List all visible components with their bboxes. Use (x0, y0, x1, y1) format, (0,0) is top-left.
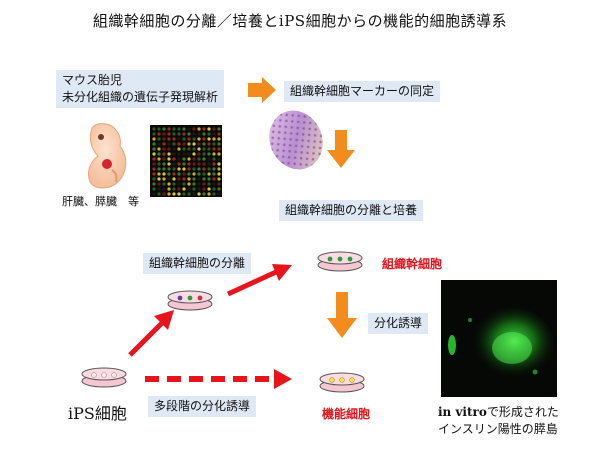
tissue-stem-cell-label: 組織幹細胞 (382, 257, 443, 271)
micrograph-caption-line2: インスリン陽性の膵島 (438, 422, 558, 436)
separation-culture-box: 組織幹細胞の分離と培養 (279, 200, 424, 221)
micrograph-caption-rest: で形成された (486, 405, 559, 419)
microarray-icon (150, 125, 222, 197)
ips-cell-label: iPS細胞 (68, 404, 127, 423)
micrograph-caption: in vitroで形成された インスリン陽性の膵島 (438, 404, 559, 438)
functional-cell-label: 機能細胞 (322, 407, 371, 421)
stem-cell-separation-label: 組織幹細胞の分離 (143, 253, 252, 274)
embryo-analysis-line1: マウス胎児 (62, 73, 123, 87)
culture-dish-icon (167, 290, 213, 311)
micrograph-caption-bold: in vitro (438, 405, 487, 419)
embryo-icon (87, 123, 127, 189)
differentiation-induction-label: 分化誘導 (368, 313, 429, 334)
red-arrow-up-left (128, 310, 174, 357)
orange-arrow-right (248, 77, 276, 103)
marker-identification-box: 組織幹細胞マーカーの同定 (284, 81, 441, 102)
embryo-analysis-line2: 未分化組織の遺伝子発現解析 (62, 90, 219, 104)
multistep-induction-label: 多段階の分化誘導 (148, 396, 257, 417)
culture-dish-icon (81, 367, 127, 388)
fluorescence-micrograph (441, 280, 557, 397)
dna-chip-icon (269, 110, 323, 170)
red-arrow-dashed (145, 369, 292, 389)
culture-dish-icon (317, 251, 363, 272)
culture-dish-icon (319, 372, 365, 393)
orange-arrow-down-mid (327, 292, 357, 338)
red-arrow-up-right (226, 264, 292, 297)
page-title: 組織幹細胞の分離／培養とiPS細胞からの機能的細胞誘導系 (92, 12, 508, 30)
orange-arrow-down-top (327, 130, 355, 168)
organs-caption: 肝臓、膵臓 等 (62, 195, 139, 208)
embryo-analysis-box: マウス胎児 未分化組織の遺伝子発現解析 (56, 70, 225, 108)
